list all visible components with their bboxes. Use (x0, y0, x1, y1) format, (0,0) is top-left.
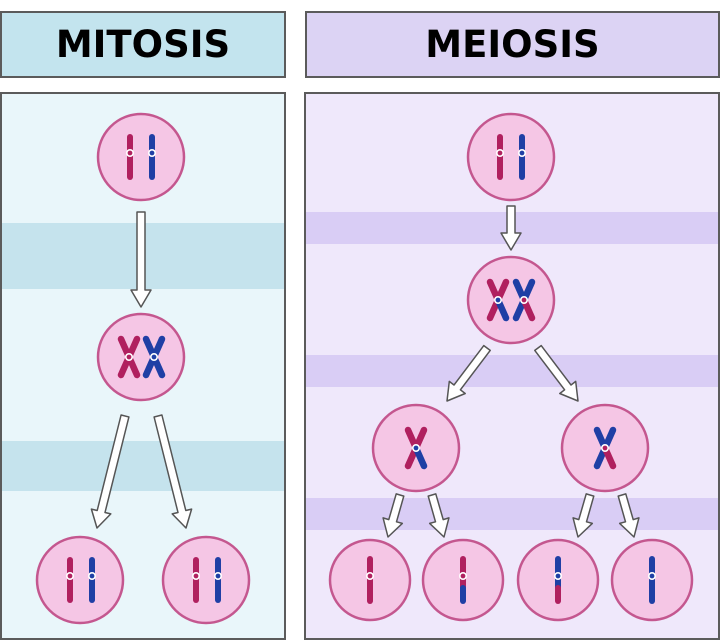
gamete-cell (421, 538, 505, 622)
arrow-icon (617, 493, 640, 538)
meiosis-title: MEIOSIS (305, 11, 720, 78)
mitosis-daughter-cell (35, 535, 125, 625)
arrow-icon (153, 414, 193, 529)
gamete-cell (328, 538, 412, 622)
cell-membrane (161, 535, 251, 625)
meiosis-band (306, 498, 718, 530)
arrow-icon (382, 493, 405, 538)
mitosis-title: MITOSIS (0, 11, 286, 78)
mitosis-daughter-cell (161, 535, 251, 625)
arrow-icon (500, 205, 522, 251)
mitosis-parent-cell (96, 112, 186, 202)
gamete-cell (610, 538, 694, 622)
cell-membrane (466, 112, 556, 202)
cell-membrane (96, 112, 186, 202)
arrow-icon (130, 211, 152, 308)
gamete-cell (516, 538, 600, 622)
meiosis-parent-cell (466, 112, 556, 202)
mitosis-band (2, 441, 284, 491)
arrow-icon (90, 414, 130, 529)
arrow-icon (427, 493, 450, 538)
meiosis-replicated-cell (466, 255, 556, 345)
meiosis-band (306, 355, 718, 387)
cell-membrane (96, 312, 186, 402)
arrow-icon (572, 493, 595, 538)
cell-membrane (466, 255, 556, 345)
cell-membrane (35, 535, 125, 625)
arrow-icon (534, 344, 579, 402)
meiosis-i-daughter-cell (560, 403, 650, 493)
arrow-icon (446, 344, 491, 402)
meiosis-i-daughter-cell (371, 403, 461, 493)
mitosis-replicated-cell (96, 312, 186, 402)
